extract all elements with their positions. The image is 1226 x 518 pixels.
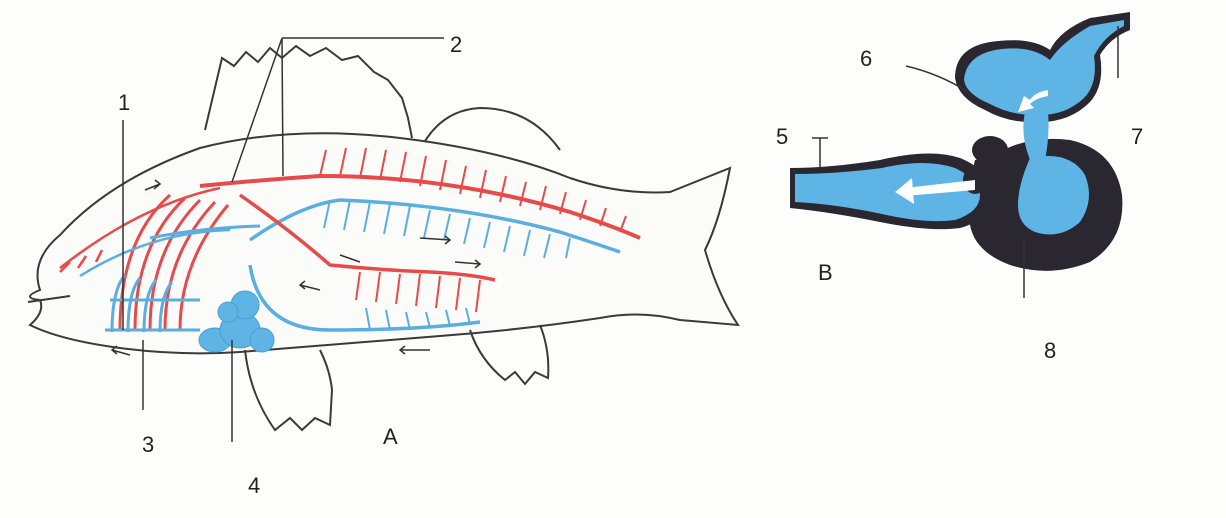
anal-fin xyxy=(470,325,548,384)
label-7: 7 xyxy=(1131,124,1143,149)
panel-label-B: B xyxy=(818,260,833,285)
heart-panel-B: 5 6 7 8 B xyxy=(776,12,1143,363)
panel-label-A: A xyxy=(383,424,398,449)
fish-panel-A: 1 2 3 4 A xyxy=(28,32,738,498)
label-4: 4 xyxy=(248,473,260,498)
label-5: 5 xyxy=(776,124,788,149)
label-3: 3 xyxy=(142,432,154,457)
dorsal-fin xyxy=(205,46,412,138)
label-2: 2 xyxy=(450,32,462,57)
ventricle-lumen xyxy=(1018,156,1089,234)
label-6: 6 xyxy=(860,46,872,71)
leader-line-5 xyxy=(812,138,828,168)
label-8: 8 xyxy=(1044,338,1056,363)
pelvic-fin xyxy=(245,350,332,430)
label-1: 1 xyxy=(118,90,130,115)
